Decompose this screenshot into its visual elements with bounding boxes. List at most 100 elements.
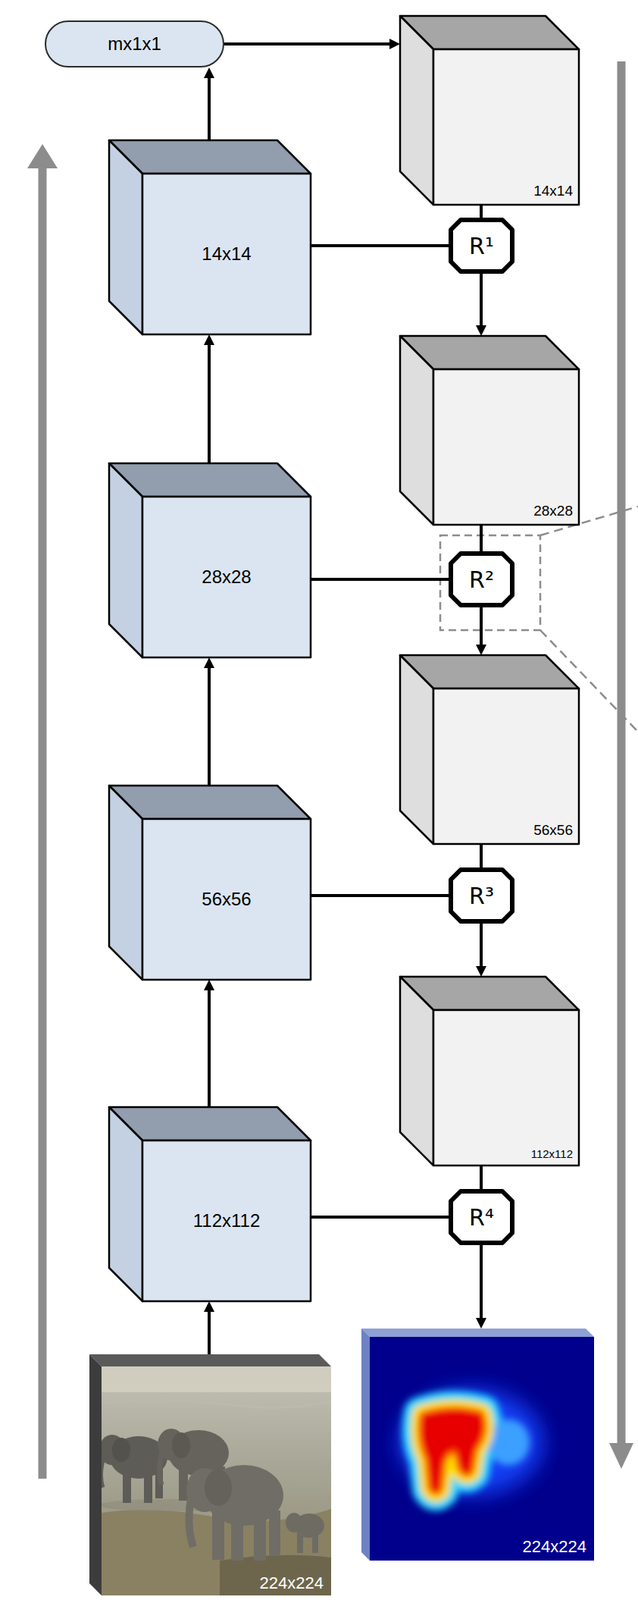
heat-halo [399, 1388, 544, 1495]
output-vector: mx1x1 [44, 20, 225, 68]
saliency-map: 224x224 [361, 1327, 595, 1560]
node-face: 28x28 [433, 369, 579, 525]
refinement-module: R³ [448, 866, 515, 923]
cube-side-face [109, 784, 143, 979]
photo-haze [101, 1365, 332, 1392]
node-face: 56x56 [142, 818, 311, 979]
encoder-feature-map: 28x28 [109, 462, 311, 657]
cube-side-face [400, 15, 434, 205]
connector-arrow [310, 577, 449, 581]
cube-side-face [109, 1106, 143, 1301]
refinement-octagon [450, 869, 513, 921]
cube-side-face [109, 140, 143, 335]
heat-cyan [419, 1406, 485, 1493]
size-label: 28x28 [533, 503, 573, 520]
elephant-ear [204, 1468, 232, 1505]
decoder-feature-map: 56x56 [400, 654, 579, 844]
size-label: R² [469, 566, 495, 592]
node-face: R³ [448, 866, 515, 923]
node-face: R⁴ [448, 1188, 515, 1245]
node-face: 28x28 [142, 496, 311, 657]
node-outline [400, 975, 579, 1165]
elephant-body [168, 1429, 229, 1475]
photo-ground [219, 1554, 332, 1595]
bottom-up-arrowhead [27, 143, 58, 169]
size-label: 224x224 [522, 1536, 587, 1555]
decoder-feature-map: 14x14 [400, 15, 579, 205]
top-down-arrowhead [609, 1441, 634, 1468]
node-face: 224x224 [369, 1335, 595, 1560]
decoder-feature-map: 112x112 [400, 975, 579, 1165]
node-face: 112x112 [433, 1009, 579, 1165]
cube-front-face [142, 173, 311, 335]
photo-ground [101, 1507, 332, 1595]
photo-ripple [101, 1398, 332, 1407]
encoder-feature-map: 112x112 [109, 1106, 311, 1301]
size-label: 56x56 [533, 822, 573, 839]
connector-arrow [207, 78, 211, 141]
node-face: mx1x1 [46, 21, 223, 66]
cube-side-face [400, 975, 434, 1165]
node-face: R¹ [448, 217, 515, 274]
size-label: R⁴ [469, 1204, 495, 1230]
elephant-photo [101, 1365, 332, 1595]
cube-top-face [109, 784, 311, 819]
encoder-feature-map: 56x56 [109, 784, 311, 979]
elephant-trunk [159, 1448, 163, 1484]
connector-arrow [310, 1214, 449, 1218]
elephant-body [204, 1463, 284, 1525]
refinement-octagon [450, 1190, 513, 1242]
refinement-module: R¹ [448, 217, 515, 274]
size-label: 14x14 [533, 183, 573, 200]
node-face: 56x56 [433, 688, 579, 844]
cube-front-face [142, 818, 311, 979]
connector-arrow [479, 1164, 483, 1189]
size-label: 112x112 [531, 1147, 573, 1161]
size-label: 14x14 [201, 243, 251, 264]
elephant-ear [172, 1431, 191, 1458]
cube-front-face [433, 49, 579, 205]
heatmap-edge [361, 1327, 595, 1336]
node-face: R² [448, 550, 515, 607]
elephant-trunk [188, 1494, 194, 1546]
refinement-octagon [450, 553, 513, 605]
cube-side-face [109, 462, 143, 657]
heat-yellow [419, 1406, 485, 1493]
heat-red [419, 1406, 485, 1493]
heatmap-ground [369, 1335, 595, 1560]
connector-arrow [207, 344, 211, 463]
cube-front-face [433, 688, 579, 844]
elephant-trunk [101, 1453, 104, 1487]
size-label: 56x56 [201, 888, 251, 909]
cube-side-face [400, 335, 434, 525]
cube-top-face [109, 1106, 311, 1140]
connector-arrow [310, 893, 449, 897]
input-image: 224x224 [89, 1353, 332, 1595]
heatmap-edge [361, 1327, 370, 1560]
refinement-module: R² [448, 550, 515, 607]
connector-arrow [207, 1310, 211, 1354]
decoder-feature-map: 28x28 [400, 335, 579, 525]
heatmap-blob [399, 1388, 544, 1495]
zoom-callout-box [440, 534, 541, 630]
node-face: 14x14 [433, 49, 579, 205]
cube-front-face [433, 1009, 579, 1165]
node-outline [400, 335, 579, 525]
size-label: 112x112 [193, 1210, 261, 1230]
connector-arrow [479, 843, 483, 867]
size-label: R³ [469, 882, 495, 908]
connector-arrow [479, 524, 483, 551]
connector-arrow [479, 1244, 483, 1317]
photo-water [101, 1365, 332, 1595]
cube-front-face [142, 1139, 311, 1301]
node-outline [109, 462, 311, 657]
node-outline [109, 140, 311, 335]
cube-front-face [142, 496, 311, 657]
connector-arrow [207, 667, 211, 785]
connector-arrow [224, 42, 390, 46]
top-down-arrow [617, 61, 626, 1444]
node-face: 224x224 [101, 1365, 332, 1595]
connector-arrow [479, 922, 483, 966]
cube-top-face [109, 462, 311, 497]
